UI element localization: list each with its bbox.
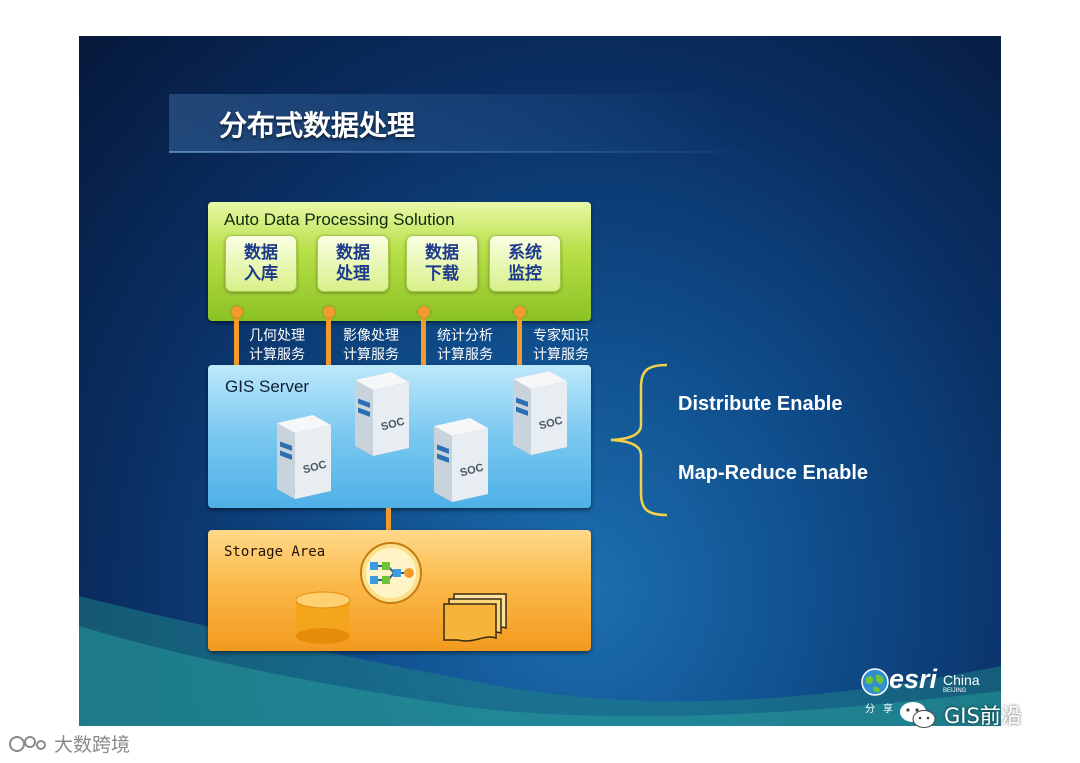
system-monitor-button[interactable]: 系统 监控	[489, 235, 561, 292]
feature-distribute: Distribute Enable	[678, 393, 843, 415]
esri-logo-beijing: BEIJING	[943, 688, 967, 694]
watermark-right-text: GIS前沿	[944, 704, 1022, 728]
connector-imagery	[326, 312, 331, 365]
svg-text:SOC: SOC	[302, 459, 328, 477]
storage-area-box: Storage Area	[208, 530, 591, 651]
toutiao-icon	[9, 735, 46, 752]
processing-solution-label: Auto Data Processing Solution	[224, 210, 455, 229]
feature-map-reduce: Map-Reduce Enable	[678, 462, 869, 484]
svg-text:SOC: SOC	[538, 415, 564, 433]
esri-tagline: 分享	[865, 704, 901, 715]
svg-text:SOC: SOC	[380, 416, 406, 434]
processing-solution-box: Auto Data Processing Solution 数据 入库 数据 处…	[208, 202, 591, 321]
server-tower-icon: SOC	[434, 418, 488, 502]
workflow-icon	[360, 542, 422, 604]
data-download-button[interactable]: 数据 下载	[406, 235, 478, 292]
database-cylinder-icon	[295, 591, 351, 644]
data-processing-button[interactable]: 数据 处理	[317, 235, 389, 292]
connector-dot-imagery	[323, 306, 335, 318]
slide-title: 分布式数据处理	[219, 109, 416, 142]
curly-brace	[610, 363, 668, 517]
server-tower-icon: SOC	[355, 372, 409, 456]
service-label-expert: 专家知识 计算服务	[533, 328, 589, 363]
connector-geometry	[234, 312, 239, 365]
service-label-statistics: 统计分析 计算服务	[437, 328, 493, 363]
connector-storage	[386, 508, 391, 530]
globe-icon	[861, 668, 889, 696]
document-stack-icon	[443, 593, 507, 642]
gis-server-box: GIS Server SOC SOC SOC	[208, 365, 591, 508]
connector-statistics	[421, 312, 426, 365]
esri-logo-china: China	[943, 672, 980, 688]
title-band	[169, 94, 729, 152]
storage-area-label: Storage Area	[224, 544, 326, 560]
connector-dot-expert	[514, 306, 526, 318]
data-ingest-button[interactable]: 数据 入库	[225, 235, 297, 292]
gis-server-label: GIS Server	[225, 377, 310, 396]
connector-dot-geometry	[231, 306, 243, 318]
wechat-icon	[900, 702, 936, 728]
service-label-geometry: 几何处理 计算服务	[249, 328, 305, 363]
service-label-imagery: 影像处理 计算服务	[343, 328, 399, 363]
connector-dot-statistics	[418, 306, 430, 318]
esri-logo-word: esri	[889, 664, 938, 694]
slide: 分布式数据处理 Auto Data Processing Solution 数据…	[79, 36, 1001, 726]
server-tower-icon: SOC	[513, 371, 567, 455]
connector-expert	[517, 312, 522, 365]
wave-decoration	[79, 596, 1001, 726]
watermark-left: 大数跨境	[8, 730, 130, 757]
svg-text:SOC: SOC	[459, 462, 485, 480]
watermark-left-text: 大数跨境	[54, 734, 131, 756]
title-underline	[169, 151, 769, 153]
server-tower-icon: SOC	[277, 415, 331, 499]
watermark-gis-frontier: GIS前沿	[898, 700, 1022, 730]
